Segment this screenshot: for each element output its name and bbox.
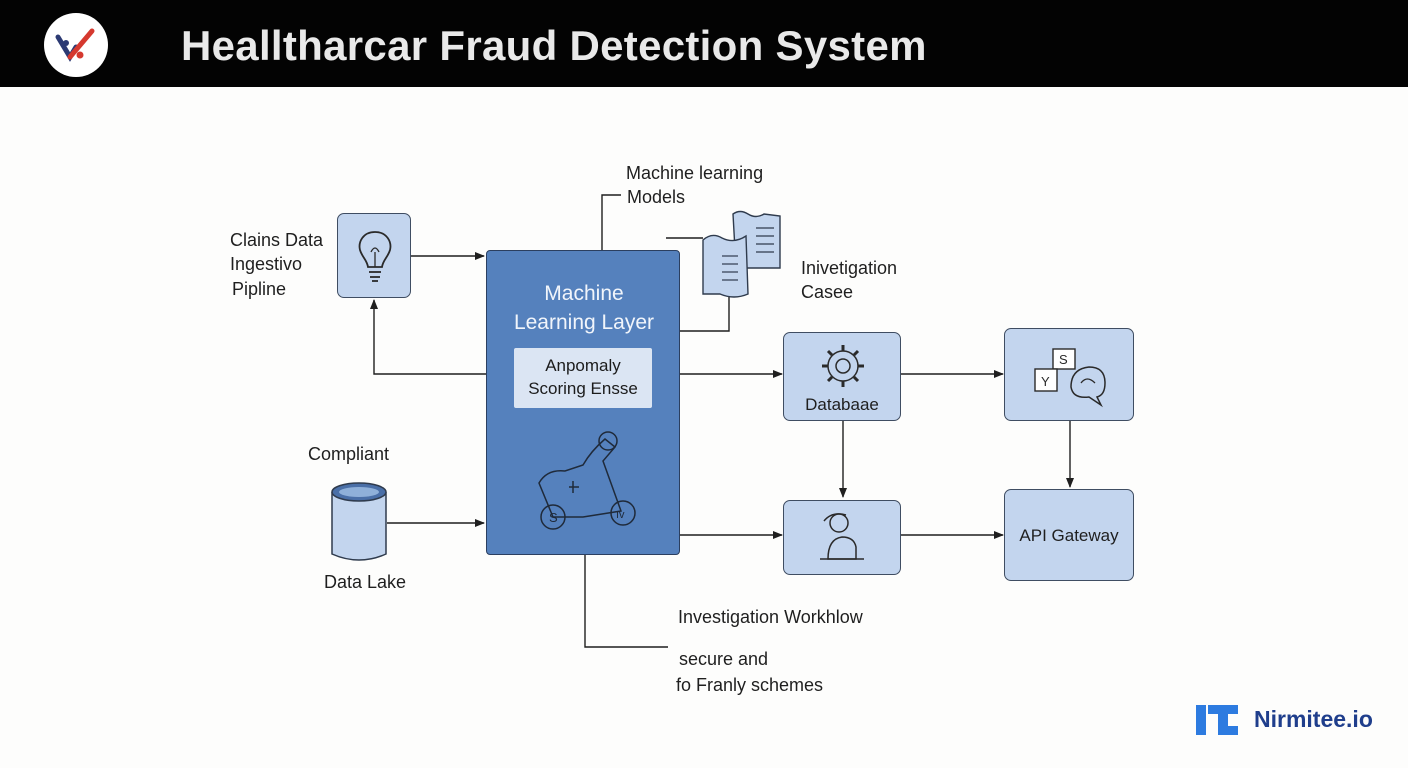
- claims-data-label-line1: Clains Data: [230, 230, 324, 250]
- investigator-box[interactable]: [783, 500, 901, 575]
- anomaly-scoring-line1: Anpomaly: [545, 356, 621, 375]
- svg-text:S: S: [1059, 352, 1068, 367]
- documents-icon: [702, 210, 781, 298]
- svg-text:Y: Y: [1041, 374, 1050, 389]
- claims-ingestion-box[interactable]: [337, 213, 411, 298]
- compliant-label: Compliant: [308, 444, 390, 464]
- database-box[interactable]: Databaae: [783, 332, 901, 421]
- ml-models-label-line2: Models: [627, 187, 686, 207]
- analysis-box[interactable]: S Y: [1004, 328, 1134, 421]
- brand-name: Nirmitee.io: [1254, 706, 1373, 732]
- ml-layer-title-line1: Machine: [544, 282, 624, 305]
- ml-layer-title-line2: Learning Layer: [513, 311, 655, 334]
- api-gateway-label: API Gateway: [1019, 526, 1119, 545]
- investigation-workflow-label: Investigation Workhlow: [678, 607, 863, 627]
- secure-schemes-label-line1: secure and: [679, 649, 769, 669]
- svg-text:ıv: ıv: [616, 509, 625, 521]
- claims-data-label-line2: Ingestivo: [230, 254, 303, 274]
- secure-schemes-label-line2: fo Franly schemes: [676, 675, 824, 695]
- header-bar: Healltharcar Fraud Detection System: [0, 0, 1408, 87]
- logo-icon: [44, 13, 108, 77]
- ml-layer-box[interactable]: Machine Learning Layer Anpomaly Scoring …: [486, 250, 680, 555]
- anomaly-scoring-line2: Scoring Ensse: [528, 379, 638, 398]
- chat-puzzle-icon: S Y: [1034, 348, 1106, 408]
- svg-text:S: S: [549, 510, 558, 525]
- page-title: Healltharcar Fraud Detection System: [181, 22, 927, 69]
- lightbulb-icon: [358, 231, 392, 282]
- database-label: Databaae: [805, 395, 879, 414]
- api-gateway-box[interactable]: API Gateway: [1004, 489, 1134, 581]
- nirmitee-logo-icon: [1196, 705, 1238, 735]
- data-lake-cylinder-icon[interactable]: [330, 480, 388, 566]
- anomaly-scoring-box[interactable]: Anpomaly Scoring Ensse: [514, 348, 652, 408]
- ml-layer-title: Machine Learning Layer: [487, 279, 681, 337]
- investigator-icon: [820, 513, 864, 560]
- gear-icon: [822, 345, 864, 387]
- claims-data-label-line3: Pipline: [232, 279, 287, 299]
- data-lake-label: Data Lake: [324, 572, 407, 592]
- ml-models-label-line1: Machine learning: [626, 163, 764, 183]
- investigation-cases-label-line1: Inivetigation: [801, 258, 898, 278]
- investigation-cases-label-line2: Casee: [801, 282, 854, 302]
- neural-network-icon: S ıv: [538, 431, 636, 530]
